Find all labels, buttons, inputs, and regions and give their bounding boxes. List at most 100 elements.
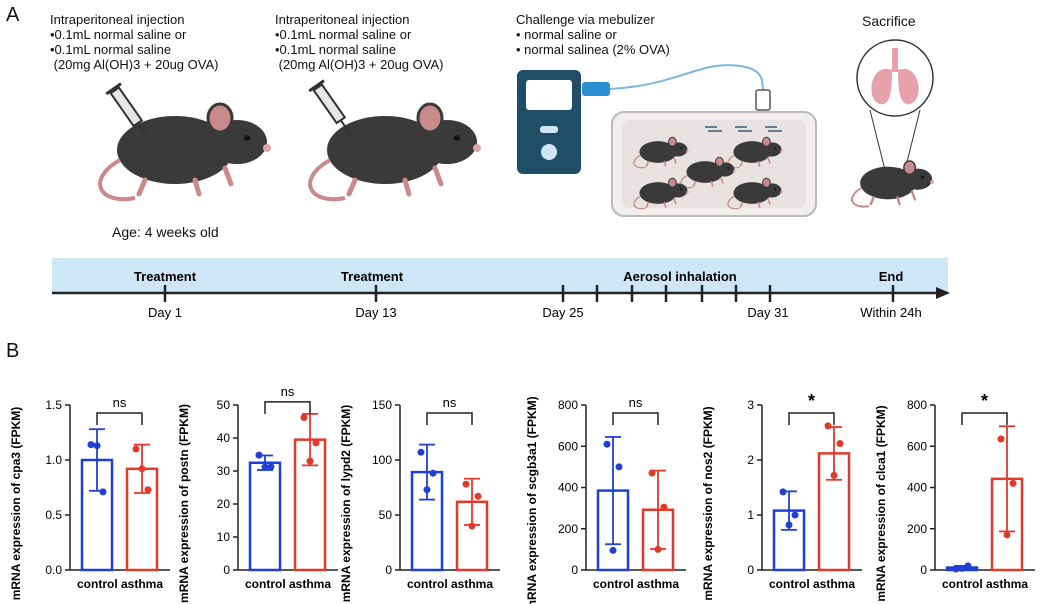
data-point: [468, 522, 476, 530]
y-tick-label: 20: [217, 497, 231, 511]
significance-label: ns: [443, 395, 457, 410]
chart-4: mRNA expression of nos2 (FPKM)0123contro…: [701, 391, 862, 601]
significance-label: *: [981, 391, 988, 411]
data-point: [312, 439, 320, 447]
data-point: [958, 564, 966, 572]
data-point: [267, 463, 275, 471]
data-point: [300, 414, 308, 422]
data-point: [964, 562, 972, 570]
significance-label: *: [808, 391, 815, 411]
nebulizer-device-icon: [517, 64, 771, 174]
bar-control: [248, 461, 282, 572]
y-tick-label: 40: [217, 431, 231, 445]
significance-bracket: [96, 412, 143, 425]
data-point: [255, 451, 263, 459]
bar-control: [772, 509, 806, 572]
step-line: (20mg Al(OH)3 + 20ug OVA): [275, 57, 444, 72]
age-note: Age: 4 weeks old: [112, 224, 219, 240]
chart-0: mRNA expression of cpa3 (FPKM) 0.0 0.5 1.0 1…: [9, 395, 170, 600]
y-tick-label: 400: [907, 481, 927, 495]
exposure-chamber-icon: [611, 111, 817, 217]
data-point: [785, 521, 793, 529]
y-tick-label: 400: [558, 481, 578, 495]
data-point: [824, 422, 832, 430]
data-point: [423, 486, 431, 494]
y-tick-label: 1.0: [45, 453, 62, 467]
y-tick-label: 200: [558, 522, 578, 536]
significance-bracket: [788, 412, 835, 425]
x-tick-labels: control asthma: [77, 577, 163, 591]
phase-label: Aerosol inhalation: [623, 269, 736, 284]
data-point: [830, 471, 838, 479]
chart-5: mRNA expression of clca1 (FPKM)020040060…: [874, 391, 1035, 602]
data-point: [93, 442, 101, 450]
day-label: Day 13: [355, 305, 396, 320]
step-sacrifice-text: Sacrifice: [862, 14, 916, 29]
y-tick-label: 0: [920, 563, 927, 577]
y-tick-label: 30: [217, 464, 231, 478]
phase-label: Treatment: [134, 269, 197, 284]
mouse-1-icon: [100, 82, 271, 200]
y-tick-label: 800: [907, 398, 927, 412]
x-tick-labels: control asthma: [769, 577, 855, 591]
y-tick-label: 50: [217, 398, 231, 412]
step-line: • normal salinea (2% OVA): [516, 42, 670, 57]
day-label: Day 1: [148, 305, 182, 320]
data-point: [306, 457, 314, 465]
data-point: [660, 503, 668, 511]
lungs-icon: [856, 39, 934, 171]
data-point: [603, 440, 611, 448]
day-label: Day 31: [747, 305, 788, 320]
x-tick-labels: control asthma: [245, 577, 331, 591]
y-axis-label: mRNA expression of cpa3 (FPKM): [9, 407, 23, 601]
data-point: [615, 463, 623, 471]
y-tick-label: 2: [747, 453, 754, 467]
y-tick-label: 10: [217, 530, 231, 544]
y-tick-label: 0: [223, 563, 230, 577]
y-axis-label: mRNA expression of postn (FPKM): [177, 404, 191, 603]
step-line: Intraperitoneal injection: [50, 12, 185, 27]
y-tick-label: 0: [571, 563, 578, 577]
data-point: [429, 469, 437, 477]
x-tick-labels: control asthma: [942, 577, 1028, 591]
x-tick-labels: control asthma: [407, 577, 493, 591]
chart-2: mRNA expression of lypd2 (FPKM)050100150…: [339, 395, 500, 602]
step-line: •0.1mL normal saline: [50, 42, 172, 57]
data-point: [1009, 479, 1017, 487]
data-point: [1003, 531, 1011, 539]
step-line: Challenge via mebulizer: [516, 12, 655, 27]
significance-label: ns: [281, 384, 295, 399]
data-point: [997, 435, 1005, 443]
y-axis-label: mRNA expression of clca1 (FPKM): [874, 405, 888, 601]
y-tick-label: 1.5: [45, 398, 62, 412]
step-line: •0.1mL normal saline or: [50, 27, 187, 42]
data-point: [791, 511, 799, 519]
step-line: Sacrifice: [862, 13, 916, 29]
step-line: •0.1mL normal saline or: [275, 27, 412, 42]
day-label: Within 24h: [860, 305, 921, 320]
y-tick-label: 0.0: [45, 563, 62, 577]
y-tick-label: 800: [558, 398, 578, 412]
significance-bracket: [961, 412, 1008, 425]
data-point: [138, 465, 146, 473]
y-tick-label: 0.5: [45, 508, 62, 522]
y-tick-label: 200: [907, 522, 927, 536]
data-point: [952, 565, 960, 573]
step-injection-2-text: Intraperitoneal injection •0.1mL normal …: [275, 12, 443, 72]
timeline-arrow-icon: [936, 287, 950, 299]
data-point: [462, 480, 470, 488]
y-tick-label: 1: [747, 508, 754, 522]
y-axis-label: mRNA expression of nos2 (FPKM): [701, 406, 715, 600]
data-point: [648, 469, 656, 477]
timeline: Treatment Treatment Aerosol inhalation E…: [52, 258, 950, 320]
data-point: [132, 445, 140, 453]
data-point: [99, 488, 107, 496]
significance-bracket: [612, 412, 659, 425]
y-axis-label: mRNA expression of lypd2 (FPKM): [339, 405, 353, 603]
chart-3: mRNA expression of scgb3a1 (FPKM)0200400…: [525, 395, 686, 604]
data-point: [654, 545, 662, 553]
x-tick-labels: control asthma: [593, 577, 679, 591]
significance-bracket: [426, 412, 473, 425]
timeline-band: [52, 258, 948, 292]
data-point: [144, 486, 152, 494]
